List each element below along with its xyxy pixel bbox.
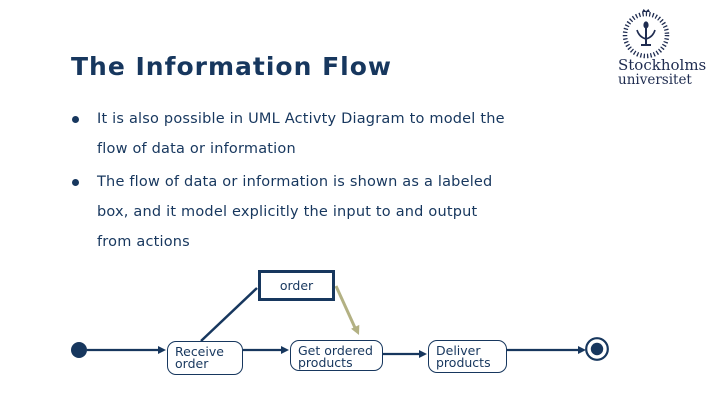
university-logo: Stockholms universitet [610,8,715,92]
edge-receive-to-order [200,287,258,342]
logo-wordmark-line2: universitet [618,72,692,88]
bullet-dot-icon [72,179,79,186]
edge-receive-to-get [243,346,289,354]
initial-node-icon [71,342,87,358]
edge-get-to-deliver [383,350,427,358]
edge-initial-to-receive [87,346,166,354]
seal-crown-icon [642,9,650,12]
bullet-item: The flow of data or information is shown… [72,167,632,257]
university-seal-icon: Stockholms universitet [618,9,706,88]
page-title: The Information Flow [71,52,393,81]
final-node-icon [585,337,609,361]
bullet-item: It is also possible in UML Activty Diagr… [72,104,632,164]
bullet-dot-icon [72,116,79,123]
edge-deliver-to-final [507,346,586,354]
action-node-receive-order: Receive order [167,341,243,375]
bullet-text: It is also possible in UML Activty Diagr… [97,111,505,157]
seal-text-ring [622,11,670,59]
seal-torch-icon [636,21,656,46]
action-node-deliver-products: Deliver products [428,340,507,373]
bullet-text: The flow of data or information is shown… [97,174,493,250]
edge-order-to-get [334,285,360,335]
bullet-list: It is also possible in UML Activty Diagr… [72,104,632,260]
object-node-order: order [258,270,335,301]
action-node-get-ordered-products: Get ordered products [290,340,383,371]
logo-wordmark-line1: Stockholms [618,56,706,74]
